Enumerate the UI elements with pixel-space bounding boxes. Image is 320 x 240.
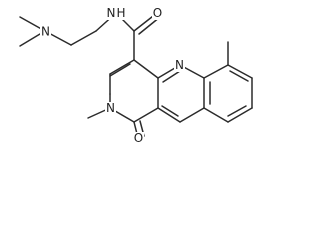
atom-label-amide-h: H xyxy=(116,6,125,20)
bond-layer xyxy=(19,12,253,139)
ethyl-bond xyxy=(70,30,97,46)
atom-label-amide-n: N xyxy=(107,6,116,20)
c1-c10a-bond xyxy=(133,107,159,123)
quinoline-nitrogen: N xyxy=(174,58,185,72)
c10-c10a-double-bond xyxy=(161,105,179,117)
amine-nitrogen: N xyxy=(40,25,51,39)
c6-c7-bond xyxy=(227,64,253,79)
atom-label-amide-o: O xyxy=(153,6,162,20)
atom-label-carbonyl-o: O xyxy=(134,131,143,145)
ring-c4-c3-bond xyxy=(109,59,135,75)
ring-nitrogen: N xyxy=(105,101,116,115)
molecule-structure: N N H O N N O xyxy=(19,6,253,145)
c9a-c10-bond xyxy=(179,107,205,123)
amide-oxygen: O xyxy=(152,6,163,20)
c4a-n5-double-bond xyxy=(162,70,181,83)
carbonyl-oxygen: O xyxy=(133,131,144,145)
c9-c9a-bond xyxy=(203,107,229,123)
c8-c9-double-bond xyxy=(227,105,247,117)
c4a-c4-bond xyxy=(133,59,159,79)
atom-label-layer: N N H O N N O xyxy=(40,6,185,145)
c5a-c6-bond xyxy=(203,64,229,79)
c10-c10a-bond xyxy=(157,107,181,123)
atom-label-ring-n: N xyxy=(106,101,115,115)
amide-nh: N H xyxy=(107,6,127,20)
c6-c7-double-bond xyxy=(229,70,249,82)
atom-label-amine-n: N xyxy=(41,25,50,39)
c8-c9-bond xyxy=(227,107,253,123)
ring-c3-c4-double-bond xyxy=(109,63,131,77)
atom-label-quinoline-n: N xyxy=(175,58,184,72)
